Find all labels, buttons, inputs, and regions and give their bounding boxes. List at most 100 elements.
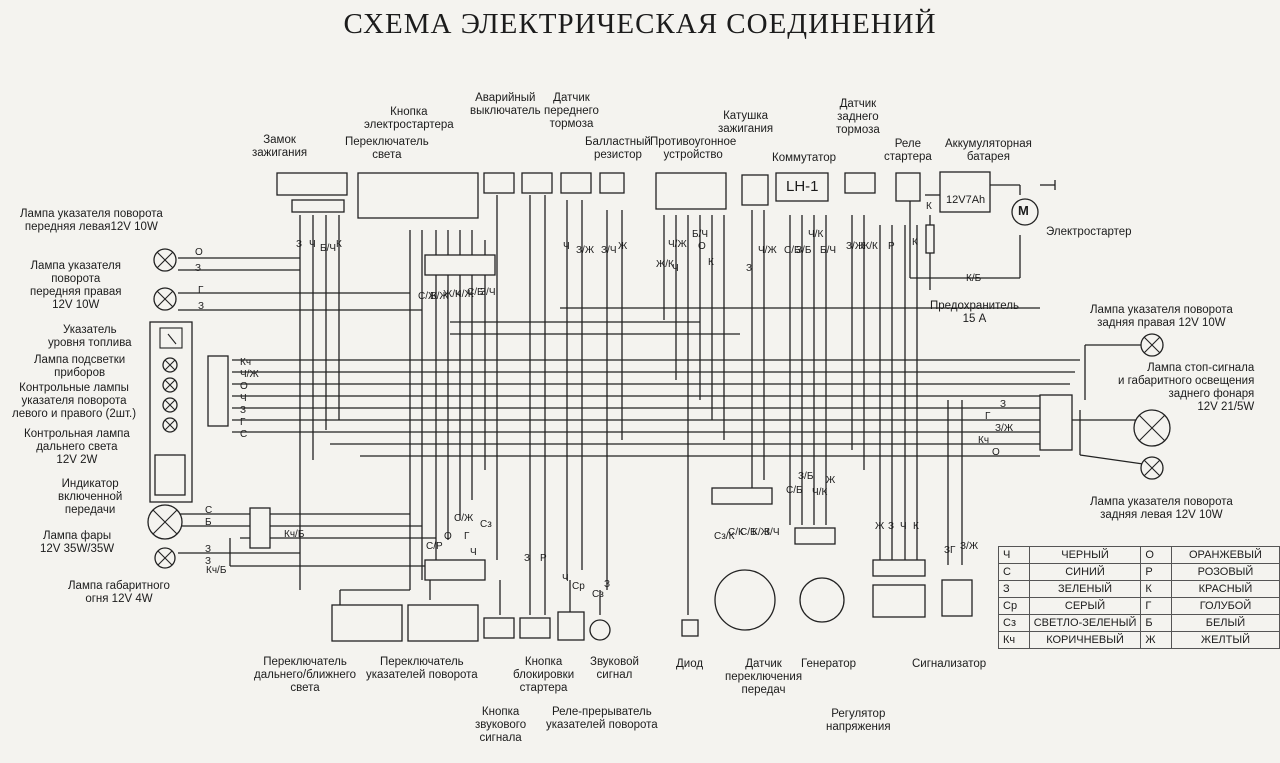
wire-label: О	[992, 447, 1000, 458]
legend-row: Сз СВЕТЛО-ЗЕЛЕНЫЙ Б БЕЛЫЙ	[998, 614, 1280, 632]
label-high-beam: Контрольная лампа дальнего света 12V 2W	[24, 428, 130, 466]
battery-rating: 12V7Ah	[946, 194, 986, 206]
wire-label: Сз	[480, 519, 492, 530]
headlamp-connector	[249, 507, 271, 549]
gear-sensor	[714, 569, 776, 631]
label-parking-lamp: Лампа габаритного огня 12V 4W	[68, 580, 170, 605]
wire-label: Ч/К	[808, 229, 824, 240]
front-brake-sensor-block	[560, 172, 592, 194]
wire-label: С/К	[728, 527, 744, 538]
wire-label: З	[205, 556, 212, 567]
diode-block	[681, 619, 699, 637]
legend-row: Ч ЧЕРНЫЙ О ОРАНЖЕВЫЙ	[998, 546, 1280, 564]
wire-label: Г	[198, 285, 204, 296]
label-horn-button: Кнопка звукового сигнала	[475, 706, 527, 744]
wire-label: Сз	[592, 589, 604, 600]
wire-label: Б/Ч	[820, 245, 837, 256]
label-stop-lamp: Лампа стоп-сигнала и габаритного освещен…	[1118, 362, 1255, 413]
lamp-cross	[164, 379, 176, 391]
lamp-cross	[164, 419, 176, 431]
regulator-block	[872, 584, 926, 618]
label-instrument-light: Лампа подсветки приборов	[34, 354, 126, 379]
lamp-cross	[1143, 459, 1161, 477]
wire-label: Ч	[672, 263, 679, 274]
label-starter-button: Кнопка электростартера	[364, 106, 454, 131]
alarm-block	[941, 579, 973, 617]
label-turn-indicator-lamps: Контрольные лампы указателя поворота лев…	[12, 382, 137, 420]
wire-label: Ч/Ж	[240, 369, 259, 380]
wire-label: З	[198, 301, 205, 312]
wire-label: Кч	[240, 357, 252, 368]
wire-label: З	[296, 239, 303, 250]
wire-label: К	[336, 239, 342, 250]
wire-label: К	[708, 257, 714, 268]
flasher-relay-block	[557, 611, 585, 641]
wire-label: Ч/К	[812, 487, 828, 498]
wire-label: З	[195, 263, 202, 274]
label-diode: Диод	[676, 658, 704, 670]
ignition-lock-connector	[291, 199, 345, 213]
label-ballast-resistor: Балластный резистор	[585, 136, 651, 161]
wire	[1079, 454, 1151, 466]
wire-label: К/Б	[966, 273, 982, 284]
starter-relay-block	[895, 172, 921, 202]
wire-label: Ч/Ж	[668, 239, 687, 250]
wire-label: Б/Ч	[692, 229, 709, 240]
label-starter-relay: Реле стартера	[884, 138, 932, 163]
wire-label: З/Ч	[480, 287, 496, 298]
wire-label: С/Р	[426, 541, 443, 552]
label-starter-lock-button: Кнопка блокировки стартера	[513, 656, 575, 694]
wire-label: З/Ж	[995, 423, 1014, 434]
wire-label: С	[240, 429, 248, 440]
wire-label: С/Б	[467, 287, 484, 298]
wire-label: К	[913, 521, 919, 532]
wire-label: З/Ч	[764, 527, 780, 538]
fuel-gauge-needle	[167, 333, 177, 345]
ignition-lock-block	[276, 172, 348, 196]
wire-label: Г	[240, 417, 246, 428]
legend-row: С СИНИЙ Р РОЗОВЫЙ	[998, 563, 1280, 581]
wire-label: З	[240, 405, 247, 416]
label-turn-switch: Переключатель указателей поворота	[366, 656, 478, 681]
harness-connector-top	[424, 254, 496, 276]
wire-label: С/Б	[740, 527, 757, 538]
label-fuel-gauge: Указатель уровня топлива	[48, 324, 132, 349]
label-fuse: Предохранитель 15 А	[930, 300, 1019, 325]
label-anti-theft: Противоугонное устройство	[650, 136, 737, 161]
wire-label: Ср	[572, 581, 585, 592]
diagram-title: СХЕМА ЭЛЕКТРИЧЕСКАЯ СОЕДИНЕНИЙ	[343, 8, 937, 40]
lamp-cross	[1138, 414, 1166, 442]
lamp-cross	[157, 550, 173, 566]
lamp-cross	[156, 251, 174, 269]
wire-label: З/Б	[796, 245, 812, 256]
wire-label: Ж/К	[443, 289, 461, 300]
lamp-cross	[164, 399, 176, 411]
wire-label: Г	[985, 411, 991, 422]
legend-row: З ЗЕЛЕНЫЙ К КРАСНЫЙ	[998, 580, 1280, 598]
wire-label: Ч/Ж	[758, 245, 777, 256]
wire-label: З/Ч	[601, 245, 617, 256]
wire-label: Ч	[900, 521, 907, 532]
lamp-cross	[156, 290, 174, 308]
horn-button-block	[483, 617, 515, 639]
wire-label: З/Ж	[846, 241, 865, 252]
label-front-left-turn: Лампа указателя поворота передняя левая1…	[20, 208, 163, 233]
label-rear-brake-sensor: Датчик заднего тормоза	[836, 98, 880, 136]
wire-label: З	[888, 521, 895, 532]
wire-label: Ч	[470, 547, 477, 558]
label-front-right-turn: Лампа указателя поворота передняя правая…	[30, 260, 122, 311]
wire-label: Р	[888, 241, 895, 252]
lamp-cross	[164, 359, 176, 371]
wire-label: О	[240, 381, 248, 392]
rear-brake-sensor-block	[844, 172, 876, 194]
label-starter-motor: Электростартер	[1046, 226, 1132, 238]
wire-label: Б/Ч	[320, 243, 337, 254]
label-gear-sensor: Датчик переключения передач	[725, 658, 803, 696]
wire-label: З/Б	[798, 471, 814, 482]
wire-label: Б/Ж	[430, 291, 449, 302]
label-light-switch: Переключатель света	[345, 136, 429, 161]
label-front-brake-sensor: Датчик переднего тормоза	[544, 92, 599, 130]
wire-label: Ж	[826, 475, 836, 486]
wire-label: Кч/Б	[206, 565, 227, 576]
